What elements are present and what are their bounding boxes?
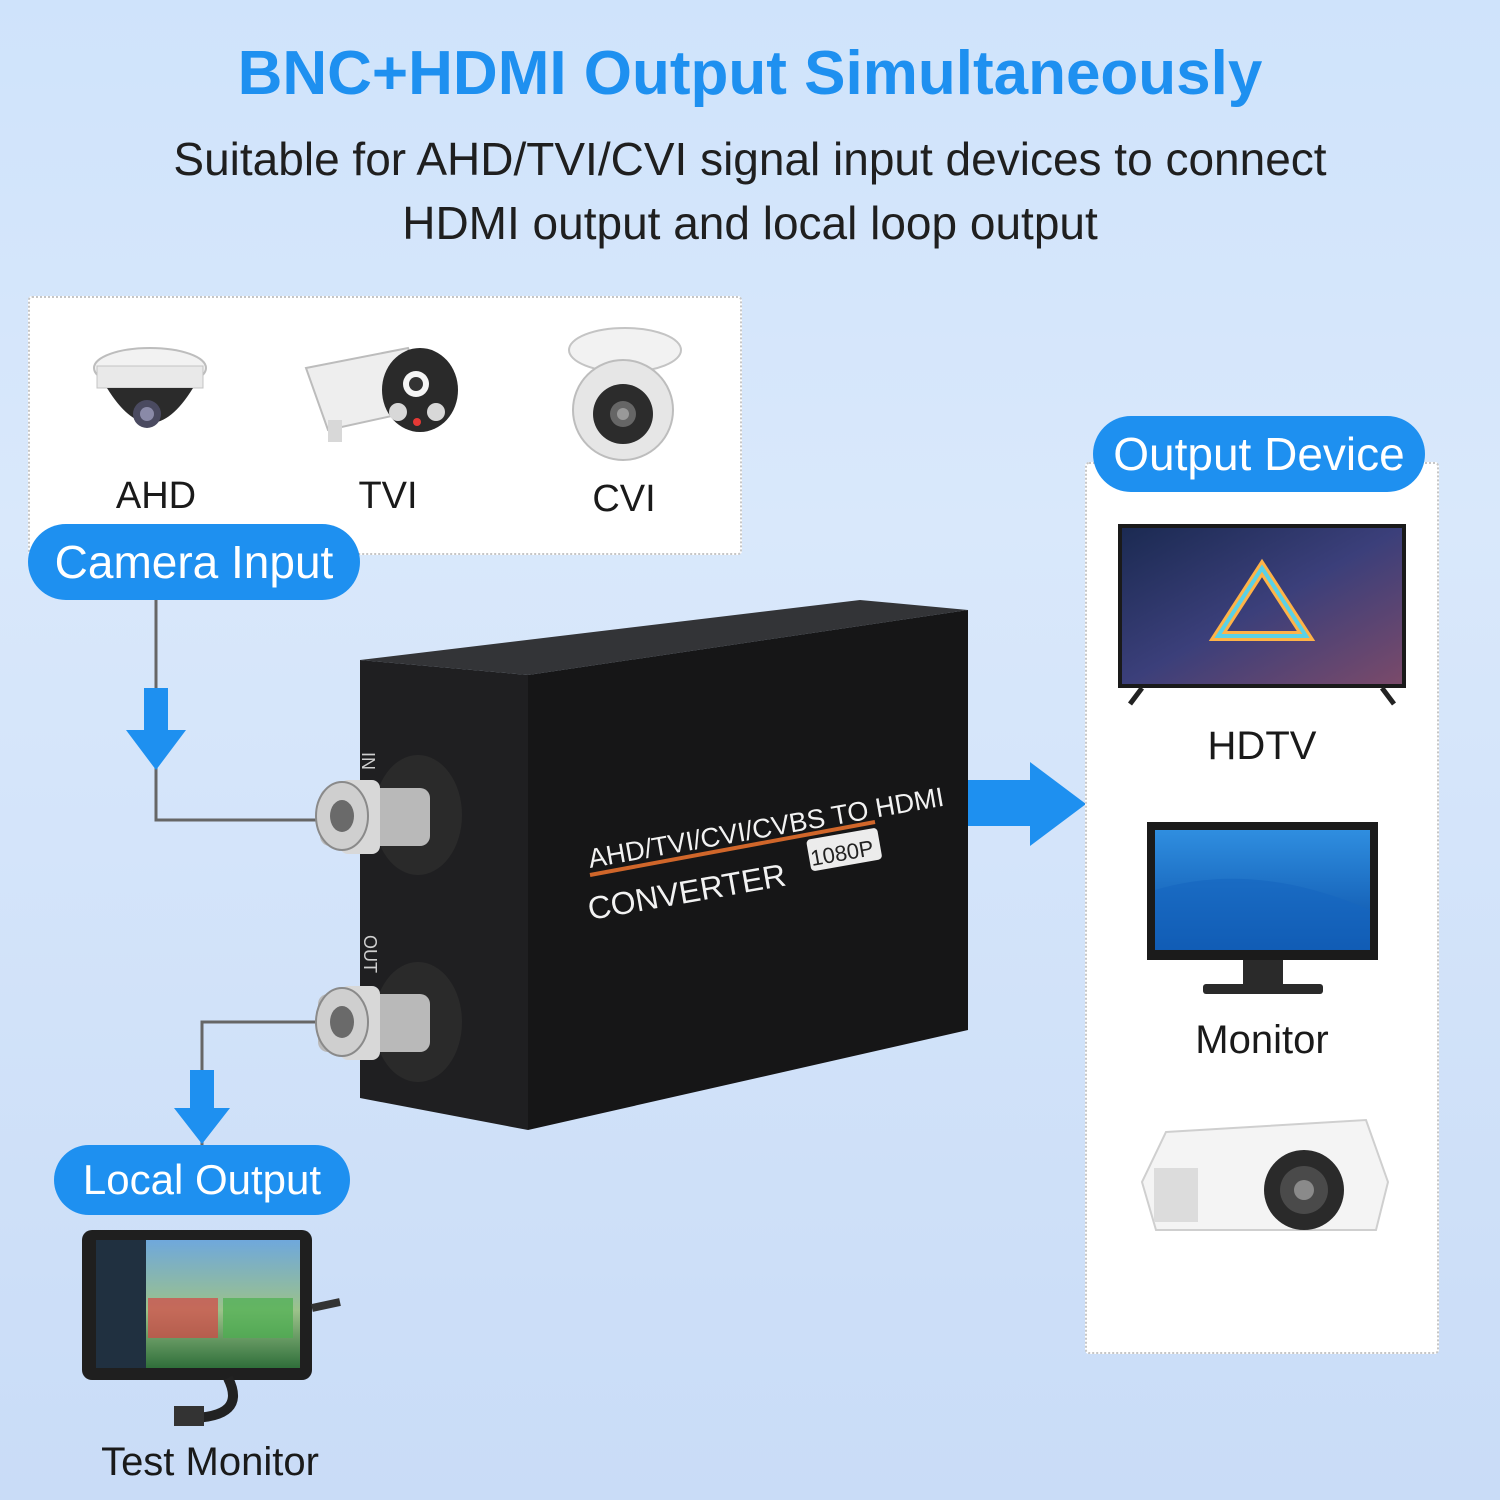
right-arrow-icon [968,762,1086,846]
page-title: BNC+HDMI Output Simultaneously [237,39,1263,108]
down-arrow-icon [174,1070,230,1144]
subtitle-line-2: HDMI output and local loop output [402,197,1098,249]
bnc-out-port [315,962,462,1082]
local-output-pill: Local Output [54,1145,350,1215]
camera-label-cvi: CVI [592,478,656,520]
output-label-monitor: Monitor [1195,1018,1329,1062]
camera-label-ahd: AHD [115,475,197,517]
camera-input-pill: Camera Input [28,524,360,600]
port-out-label: OUT [360,935,380,973]
output-device-pill: Output Device [1093,416,1425,492]
test-monitor-label: Test Monitor [101,1440,319,1484]
dome-camera-icon [93,347,207,428]
input-cable-line [154,600,320,822]
subtitle-line-1: Suitable for AHD/TVI/CVI signal input de… [173,133,1327,185]
camera-label-tvi: TVI [358,475,418,517]
monitor-icon [1147,822,1378,994]
down-arrow-icon [126,688,186,770]
turret-camera-icon [568,327,682,461]
resolution-badge [806,828,882,871]
projector-icon [1140,1118,1390,1231]
tv-icon [1118,524,1406,706]
port-in-label: IN [358,752,378,770]
bullet-camera-icon [304,346,458,442]
test-monitor-icon [82,1230,341,1426]
converter-device: AHD/TVI/CVI/CVBS TO HDMI CONVERTER 1080P… [315,600,968,1130]
bnc-in-port [315,755,462,875]
output-label-hdtv: HDTV [1207,724,1317,768]
